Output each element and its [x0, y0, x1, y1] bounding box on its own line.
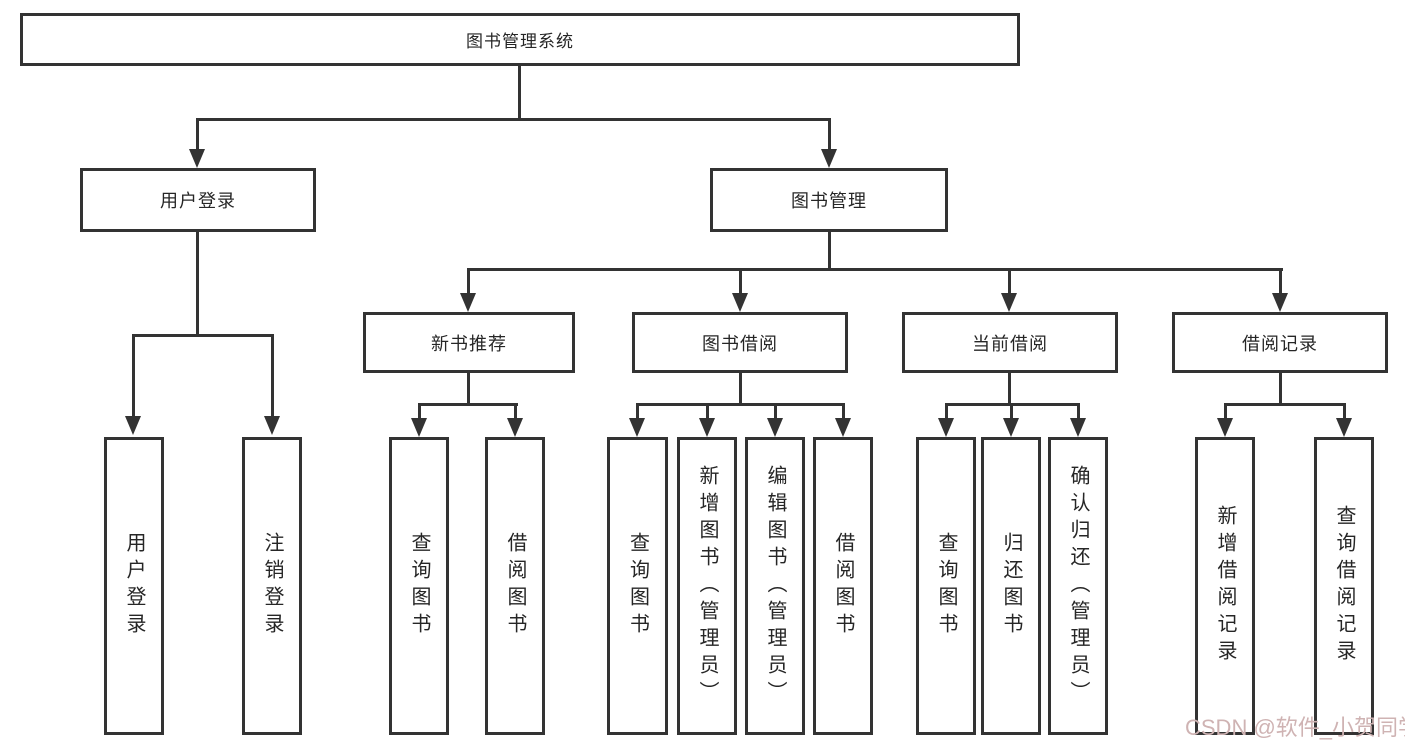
arrow-down-icon	[1003, 418, 1019, 437]
connector-line	[514, 403, 517, 420]
connector-line	[132, 334, 135, 418]
node-current-borrowing: 当前借阅	[902, 312, 1118, 373]
connector-line	[1010, 403, 1013, 420]
leaf-label: 编辑图书（管理员）	[764, 464, 786, 708]
leaf-label: 借阅图书	[832, 532, 854, 640]
connector-line	[271, 334, 274, 418]
node-label: 借阅记录	[1242, 333, 1318, 354]
leaf-user-login: 用户登录	[104, 437, 164, 735]
watermark: CSDN @软件_小贺同学	[1185, 715, 1405, 740]
node-label: 当前借阅	[972, 333, 1048, 354]
node-label: 图书管理系统	[466, 32, 574, 51]
connector-line	[418, 403, 518, 406]
connector-line	[739, 373, 742, 406]
connector-line	[945, 403, 948, 420]
connector-line	[739, 268, 742, 295]
leaf-query-books-current: 查询图书	[916, 437, 976, 735]
arrow-down-icon	[1336, 418, 1352, 437]
leaf-label: 借阅图书	[504, 532, 526, 640]
leaf-query-borrow-record: 查询借阅记录	[1314, 437, 1374, 735]
leaf-label: 注销登录	[261, 532, 283, 640]
connector-line	[1224, 403, 1346, 406]
connector-line	[196, 232, 199, 334]
leaf-edit-book-admin: 编辑图书（管理员）	[745, 437, 805, 735]
arrow-down-icon	[1217, 418, 1233, 437]
node-book-management: 图书管理	[710, 168, 948, 232]
leaf-query-books-recommend: 查询图书	[389, 437, 449, 735]
arrow-down-icon	[411, 418, 427, 437]
node-label: 用户登录	[160, 191, 236, 211]
node-label: 图书借阅	[702, 333, 778, 354]
arrow-down-icon	[629, 418, 645, 437]
connector-line	[1077, 403, 1080, 420]
leaf-confirm-return-admin: 确认归还（管理员）	[1048, 437, 1108, 735]
leaf-label: 用户登录	[123, 532, 145, 640]
node-new-book-recommend: 新书推荐	[363, 312, 575, 373]
leaf-label: 查询借阅记录	[1333, 505, 1355, 667]
leaf-label: 新增图书（管理员）	[696, 464, 718, 708]
node-label: 图书管理	[791, 191, 867, 211]
leaf-label: 查询图书	[408, 532, 430, 640]
arrow-down-icon	[264, 416, 280, 435]
arrow-down-icon	[767, 418, 783, 437]
leaf-borrow-books-recommend: 借阅图书	[485, 437, 545, 735]
arrow-down-icon	[821, 149, 837, 168]
node-library-system: 图书管理系统	[20, 13, 1020, 66]
connector-line	[828, 232, 831, 270]
leaf-add-book-admin: 新增图书（管理员）	[677, 437, 737, 735]
connector-line	[132, 334, 274, 337]
connector-line	[828, 118, 831, 151]
leaf-borrow-books-borrowing: 借阅图书	[813, 437, 873, 735]
leaf-logout: 注销登录	[242, 437, 302, 735]
arrow-down-icon	[460, 293, 476, 312]
arrow-down-icon	[125, 416, 141, 435]
leaf-label: 查询图书	[626, 532, 649, 640]
arrow-down-icon	[1272, 293, 1288, 312]
connector-line	[1224, 403, 1227, 420]
arrow-down-icon	[835, 418, 851, 437]
connector-line	[774, 403, 777, 420]
connector-line	[1279, 373, 1282, 406]
connector-line	[518, 66, 521, 118]
arrow-down-icon	[938, 418, 954, 437]
leaf-return-books: 归还图书	[981, 437, 1041, 735]
connector-line	[418, 403, 421, 420]
leaf-add-borrow-record: 新增借阅记录	[1195, 437, 1255, 735]
node-label: 新书推荐	[431, 333, 507, 354]
connector-line	[196, 118, 199, 151]
node-borrowing-records: 借阅记录	[1172, 312, 1388, 373]
connector-line	[706, 403, 709, 420]
connector-line	[636, 403, 639, 420]
connector-line	[636, 403, 845, 406]
connector-line	[467, 373, 470, 406]
leaf-label: 确认归还（管理员）	[1067, 464, 1089, 708]
arrow-down-icon	[189, 149, 205, 168]
arrow-down-icon	[1070, 418, 1086, 437]
connector-line	[1279, 268, 1282, 295]
arrow-down-icon	[1001, 293, 1017, 312]
connector-line	[467, 268, 470, 295]
node-book-borrowing: 图书借阅	[632, 312, 848, 373]
connector-line	[196, 118, 831, 121]
arrow-down-icon	[699, 418, 715, 437]
arrow-down-icon	[507, 418, 523, 437]
node-user-login: 用户登录	[80, 168, 316, 232]
leaf-label: 查询图书	[935, 532, 957, 640]
connector-line	[1008, 373, 1011, 406]
leaf-query-books-borrowing: 查询图书	[607, 437, 668, 735]
connector-line	[1008, 268, 1011, 295]
connector-line	[467, 268, 1283, 271]
arrow-down-icon	[732, 293, 748, 312]
leaf-label: 新增借阅记录	[1214, 505, 1236, 667]
connector-line	[1343, 403, 1346, 420]
leaf-label: 归还图书	[1000, 532, 1022, 640]
connector-line	[842, 403, 845, 420]
